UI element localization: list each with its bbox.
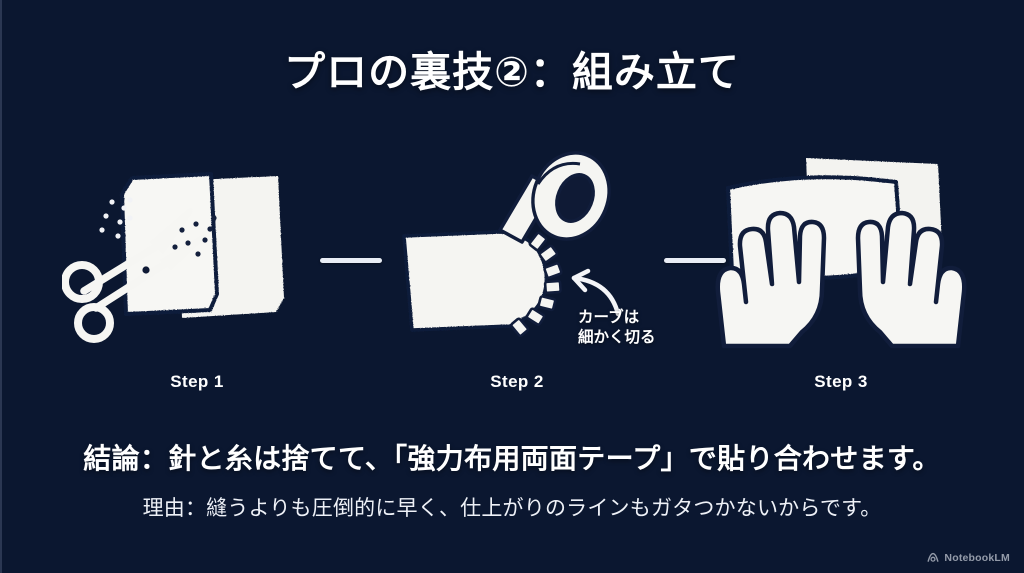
scissors-cutting-fabric-icon [62,150,332,355]
conclusion-text: 結論：針と糸は捨てて、「強力布用両面テープ」で貼り合わせます。 [83,443,941,474]
curved-arrow-left-icon [552,268,622,318]
step-1-label: Step 1 [170,372,224,391]
step-2-label: Step 2 [490,372,544,391]
step-2: Step 2 [382,150,652,395]
watermark: NotebookLM [927,552,1010,564]
tape-roll-on-curved-fabric-icon [382,150,652,355]
curve-annotation: カーブは 細かく切る [578,308,656,349]
connector-2 [664,258,726,263]
step-3: Step 3 [706,150,976,395]
connector-1 [320,258,382,263]
curve-annotation-line1: カーブは [578,309,640,326]
curve-annotation-line2: 細かく切る [578,329,656,347]
reason-text: 理由：縫うよりも圧倒的に早く、仕上がりのラインもガタつかないからです。 [142,497,882,520]
step-1: Step 1 [62,150,332,395]
hands-pressing-fabric-icon [706,150,976,355]
page-title: プロの裏技②：組み立て [284,49,740,95]
steps-row: Step 1 [0,150,1024,395]
notebooklm-logo-icon [927,552,939,564]
step-3-label: Step 3 [814,372,868,391]
watermark-label: NotebookLM [944,552,1010,564]
